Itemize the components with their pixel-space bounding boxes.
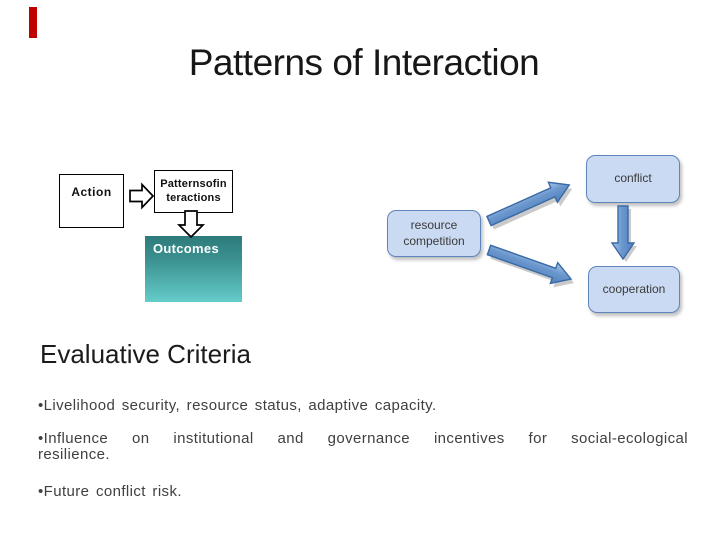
patterns-of-interactions-box: Patternsofin teractions	[154, 170, 233, 213]
resource-competition-box: resource competition	[387, 210, 481, 257]
action-label: Action	[71, 185, 112, 199]
bullet-influence: •Influence on institutional and governan…	[38, 431, 688, 463]
patterns-label-line2: teractions	[166, 192, 221, 204]
arrow-down-right-shadow	[490, 249, 575, 288]
bullet-future-conflict: •Future conflict risk.	[38, 483, 182, 500]
arrow-up-right-icon	[486, 181, 571, 227]
bullet-influence-line1: •Influence on institutional and governan…	[38, 430, 688, 447]
resource-label-line2: competition	[403, 233, 465, 248]
cooperation-box: cooperation	[588, 266, 680, 313]
action-box: Action	[59, 174, 124, 228]
bullet-influence-line2: resilience.	[38, 446, 110, 463]
conflict-box: conflict	[586, 155, 680, 203]
bullet-livelihood: •Livelihood security, resource status, a…	[38, 397, 437, 414]
criteria-heading: Evaluative Criteria	[40, 339, 251, 369]
arrow-down-icon	[610, 205, 636, 261]
arrow-up-right-shadow	[489, 186, 573, 230]
slide-title: Patterns of Interaction	[188, 42, 540, 83]
cooperation-label: cooperation	[602, 281, 666, 296]
outcomes-label: Outcomes	[153, 241, 219, 256]
arrow-down-shadow	[615, 209, 637, 262]
block-arrow-right-icon	[129, 182, 155, 210]
block-arrow-down-icon	[176, 210, 206, 239]
outcomes-box: Outcomes	[145, 236, 242, 302]
arrow-down-right-icon	[486, 244, 573, 285]
red-accent-marker	[29, 7, 37, 38]
resource-label-line1: resource	[410, 217, 458, 232]
patterns-label-line1: Patternsofin	[160, 178, 227, 190]
conflict-label: conflict	[614, 171, 652, 186]
